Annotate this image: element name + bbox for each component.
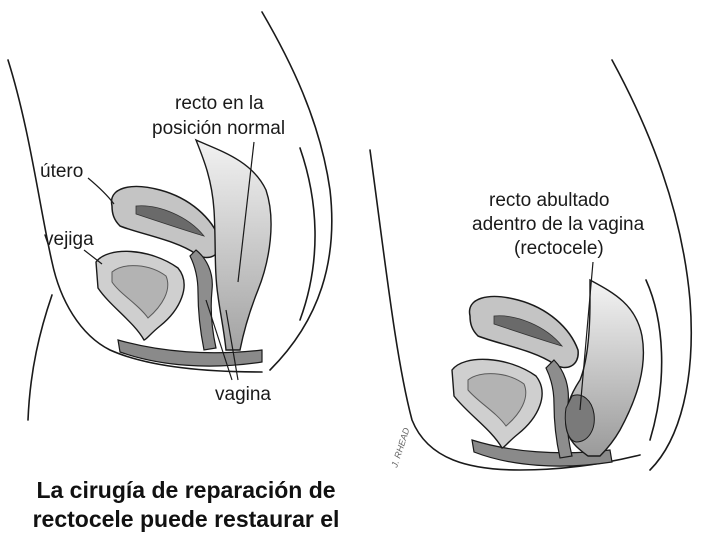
left-body-outline-back (262, 12, 332, 370)
leader-bladder (84, 250, 102, 264)
left-body-outline-thigh (28, 295, 52, 420)
left-bladder (96, 251, 184, 340)
label-vagina: vagina (215, 384, 271, 405)
left-body-outline-inner (300, 148, 315, 320)
right-rectocele-bulge (565, 395, 594, 442)
artist-signature: J. RHEAD (389, 426, 412, 470)
label-bladder: vejiga (44, 229, 94, 250)
caption-line-2: rectocele puede restaurar el (10, 505, 362, 534)
caption-line-1: La cirugía de reparación de (10, 476, 362, 505)
label-rectocele-line3: (rectocele) (514, 238, 604, 259)
left-vagina (190, 250, 216, 350)
left-uterus (112, 187, 221, 258)
figure-caption: La cirugía de reparación de rectocele pu… (10, 476, 362, 534)
label-uterus: útero (40, 161, 83, 182)
label-rectum-normal-line2: posición normal (152, 118, 285, 139)
right-bladder (452, 359, 542, 448)
label-rectocele-line2: adentro de la vagina (472, 214, 645, 235)
label-rectocele-line1: recto abultado (489, 190, 609, 211)
right-panel-rectocele-anatomy (370, 60, 691, 470)
label-rectum-normal-line1: recto en la (175, 93, 264, 114)
leader-uterus (88, 178, 114, 204)
right-body-outline-inner (646, 280, 662, 440)
left-panel-normal-anatomy (8, 12, 332, 420)
right-uterus (470, 297, 579, 368)
